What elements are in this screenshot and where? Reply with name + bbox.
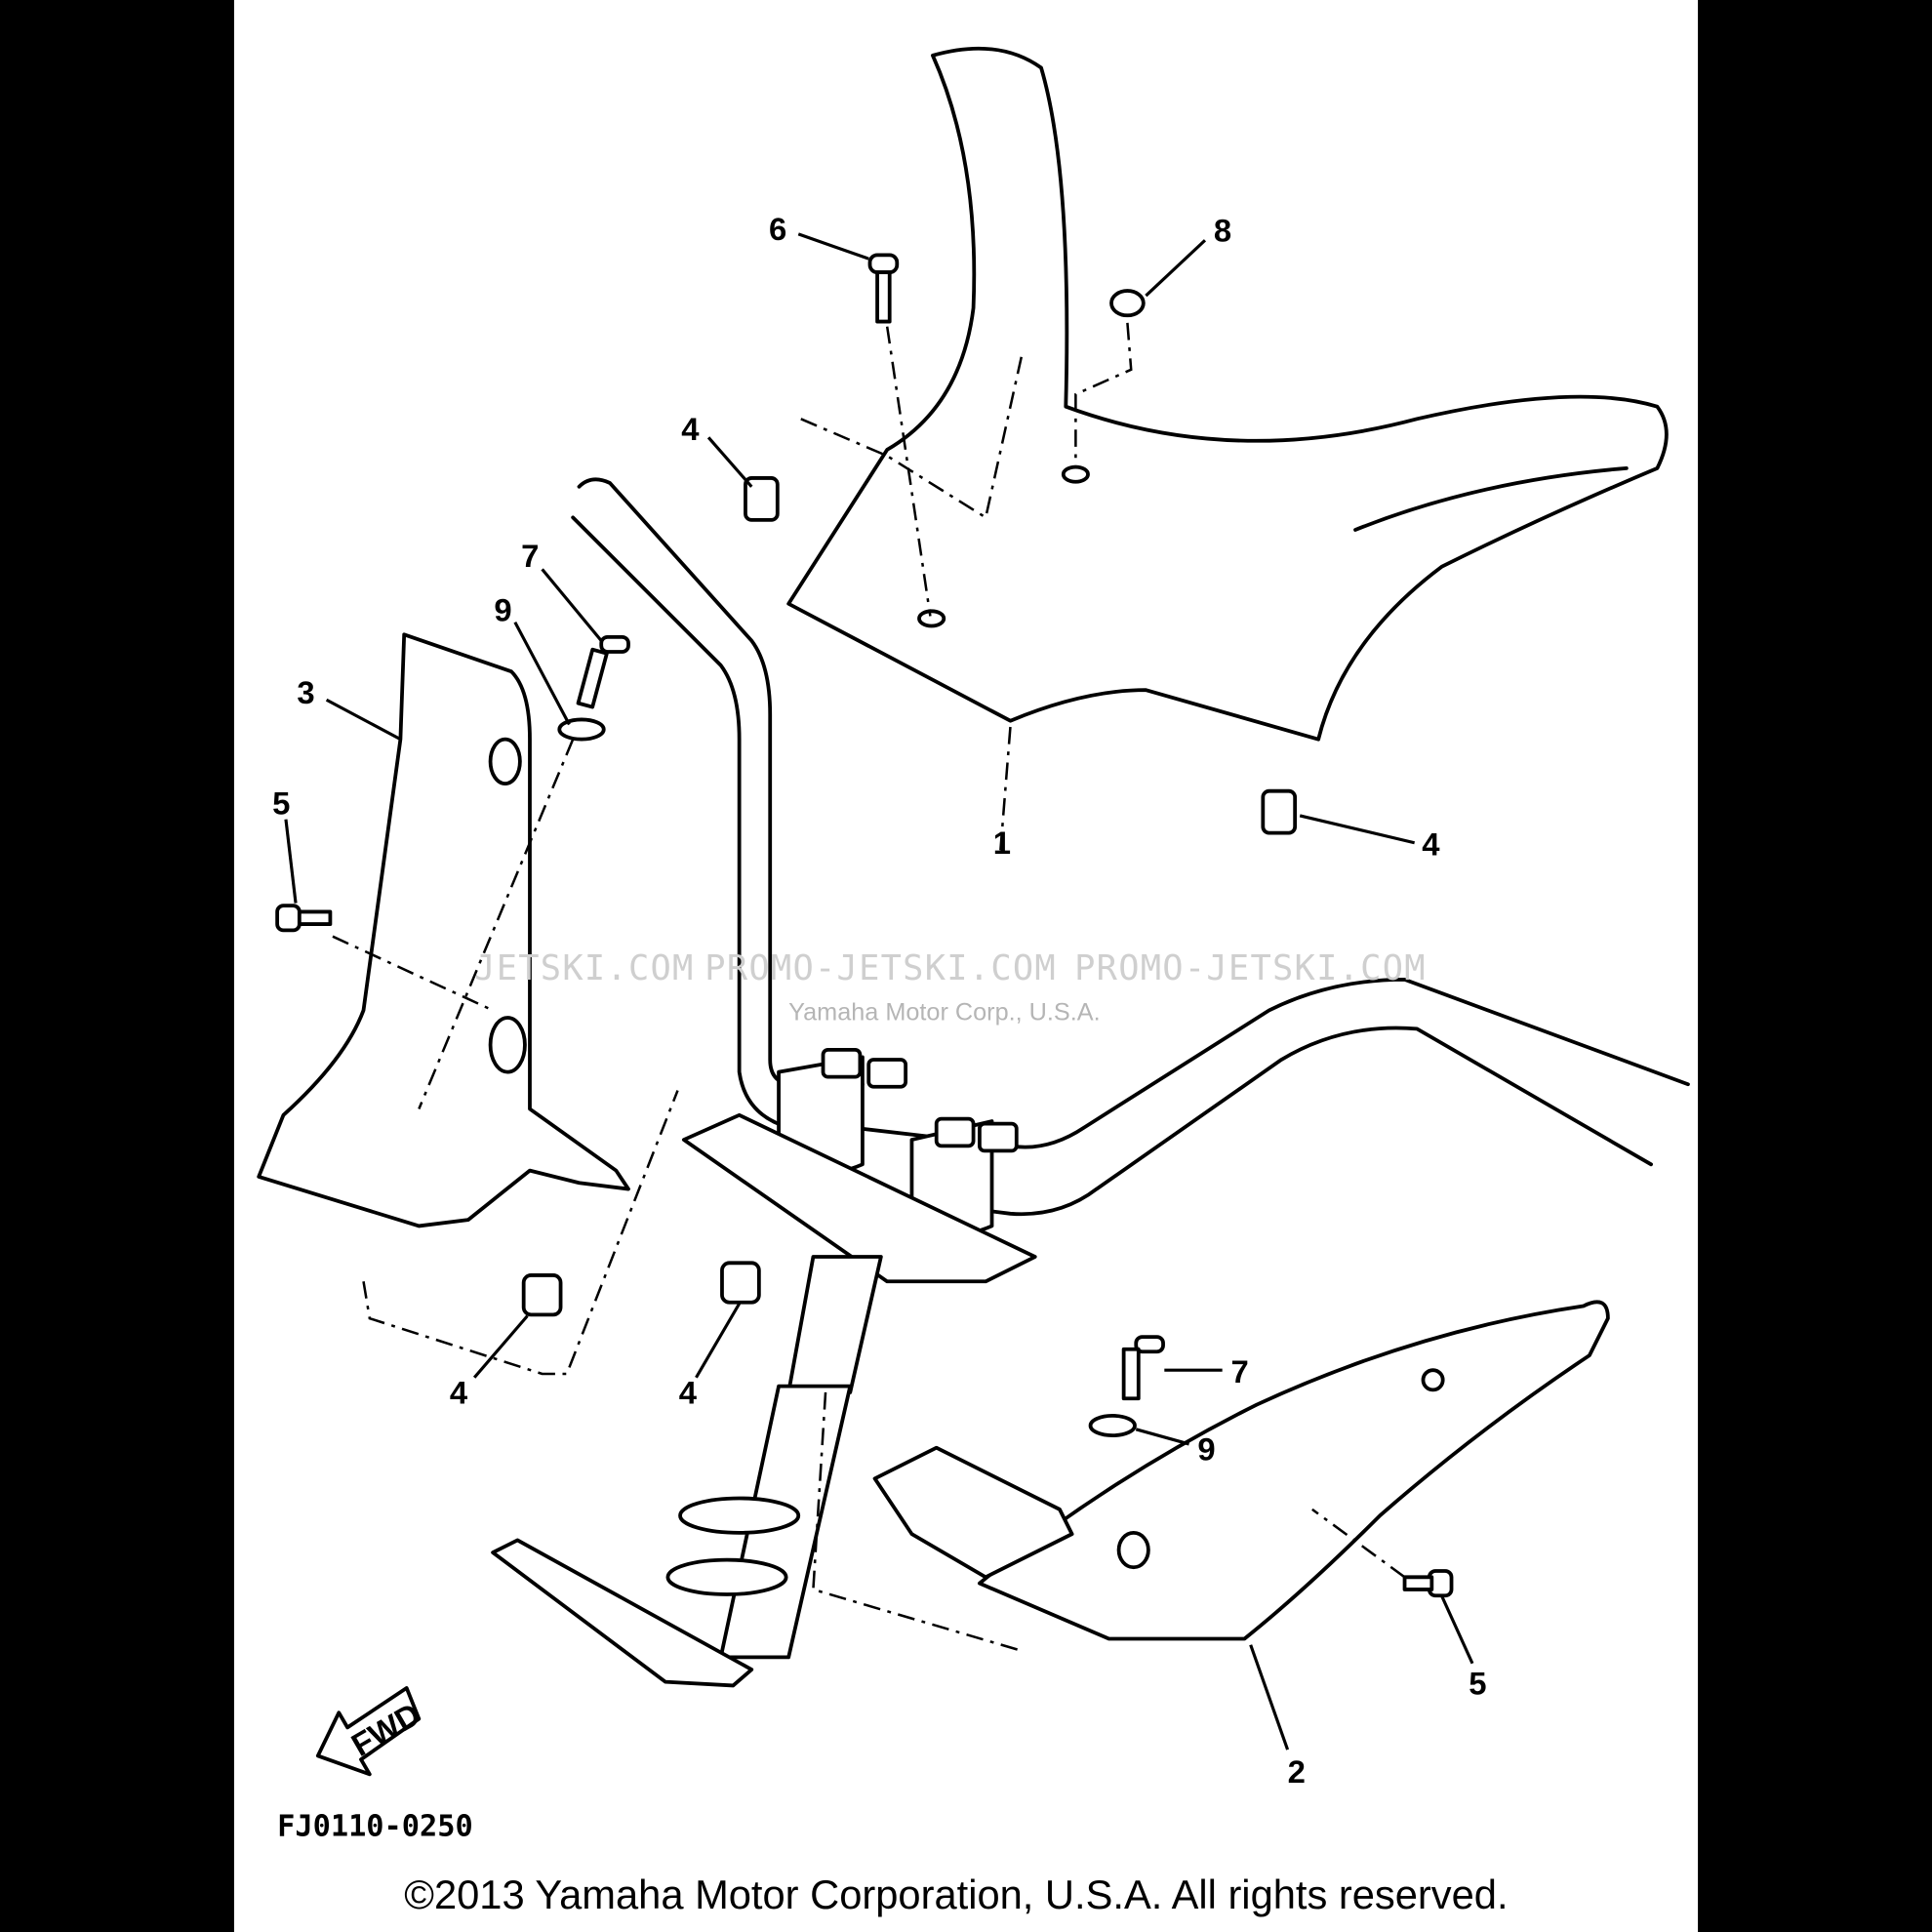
- callout-9: 9: [494, 591, 511, 627]
- callout-labels: 6 8 4 7 9 3 5 1 4 4 4 7 9 5 2: [272, 211, 1486, 1790]
- watermark-center: PROMO-JETSKI.COM: [704, 948, 1057, 988]
- diagram-code: FJ0110-0250: [277, 1810, 473, 1844]
- grommet-4-icon: [744, 476, 780, 522]
- side-panel-part-2: [812, 1300, 1610, 1653]
- callout-5: 5: [272, 785, 290, 822]
- screw-7-icon: [599, 634, 630, 654]
- side-panel-part-3: [257, 632, 679, 1376]
- screw-7-shank-icon: [576, 647, 609, 709]
- screw-7-shank-icon: [1121, 1347, 1141, 1401]
- watermark-overlay: Yamaha Motor Corp., U.S.A.: [788, 999, 1100, 1026]
- leader-lines: [284, 232, 1474, 1751]
- screw-5-icon: [275, 904, 302, 933]
- fasteners: [275, 253, 1454, 1598]
- screw-6-shank-icon: [875, 270, 892, 324]
- callout-4: 4: [1422, 825, 1440, 862]
- watermark: JETSKI.COM PROMO-JETSKI.COM PROMO-JETSKI…: [474, 948, 1427, 1026]
- callout-4: 4: [450, 1374, 468, 1410]
- callout-8: 8: [1214, 213, 1231, 249]
- callout-9: 9: [1197, 1430, 1215, 1467]
- watermark-left: JETSKI.COM: [474, 948, 694, 988]
- washer-9-icon: [557, 717, 606, 742]
- callout-6: 6: [769, 211, 786, 247]
- callout-1: 1: [993, 825, 1011, 861]
- callout-7: 7: [521, 538, 539, 574]
- watermark-right: PROMO-JETSKI.COM: [1074, 948, 1427, 988]
- callout-4: 4: [679, 1374, 698, 1410]
- callout-3: 3: [297, 674, 314, 710]
- steering-column: [491, 1112, 1037, 1688]
- callout-4: 4: [681, 411, 700, 447]
- grommet-4-icon: [1261, 788, 1298, 835]
- grommet-4-icon: [720, 1261, 761, 1305]
- cover-part-1: [786, 46, 1669, 851]
- screw-5-shank-icon: [1402, 1575, 1434, 1591]
- callout-2: 2: [1288, 1753, 1306, 1790]
- nut-8-icon: [1109, 289, 1146, 318]
- handlebar: [571, 477, 1690, 1237]
- screw-5-shank-icon: [297, 909, 333, 926]
- screw-7-icon: [1134, 1335, 1165, 1354]
- washer-9-icon: [1088, 1414, 1137, 1438]
- screw-6-icon: [867, 253, 900, 274]
- callout-5: 5: [1469, 1665, 1486, 1701]
- callout-7: 7: [1230, 1353, 1248, 1389]
- copyright: ©2013 Yamaha Motor Corporation, U.S.A. A…: [404, 1872, 1508, 1917]
- grommet-4-icon: [521, 1273, 563, 1317]
